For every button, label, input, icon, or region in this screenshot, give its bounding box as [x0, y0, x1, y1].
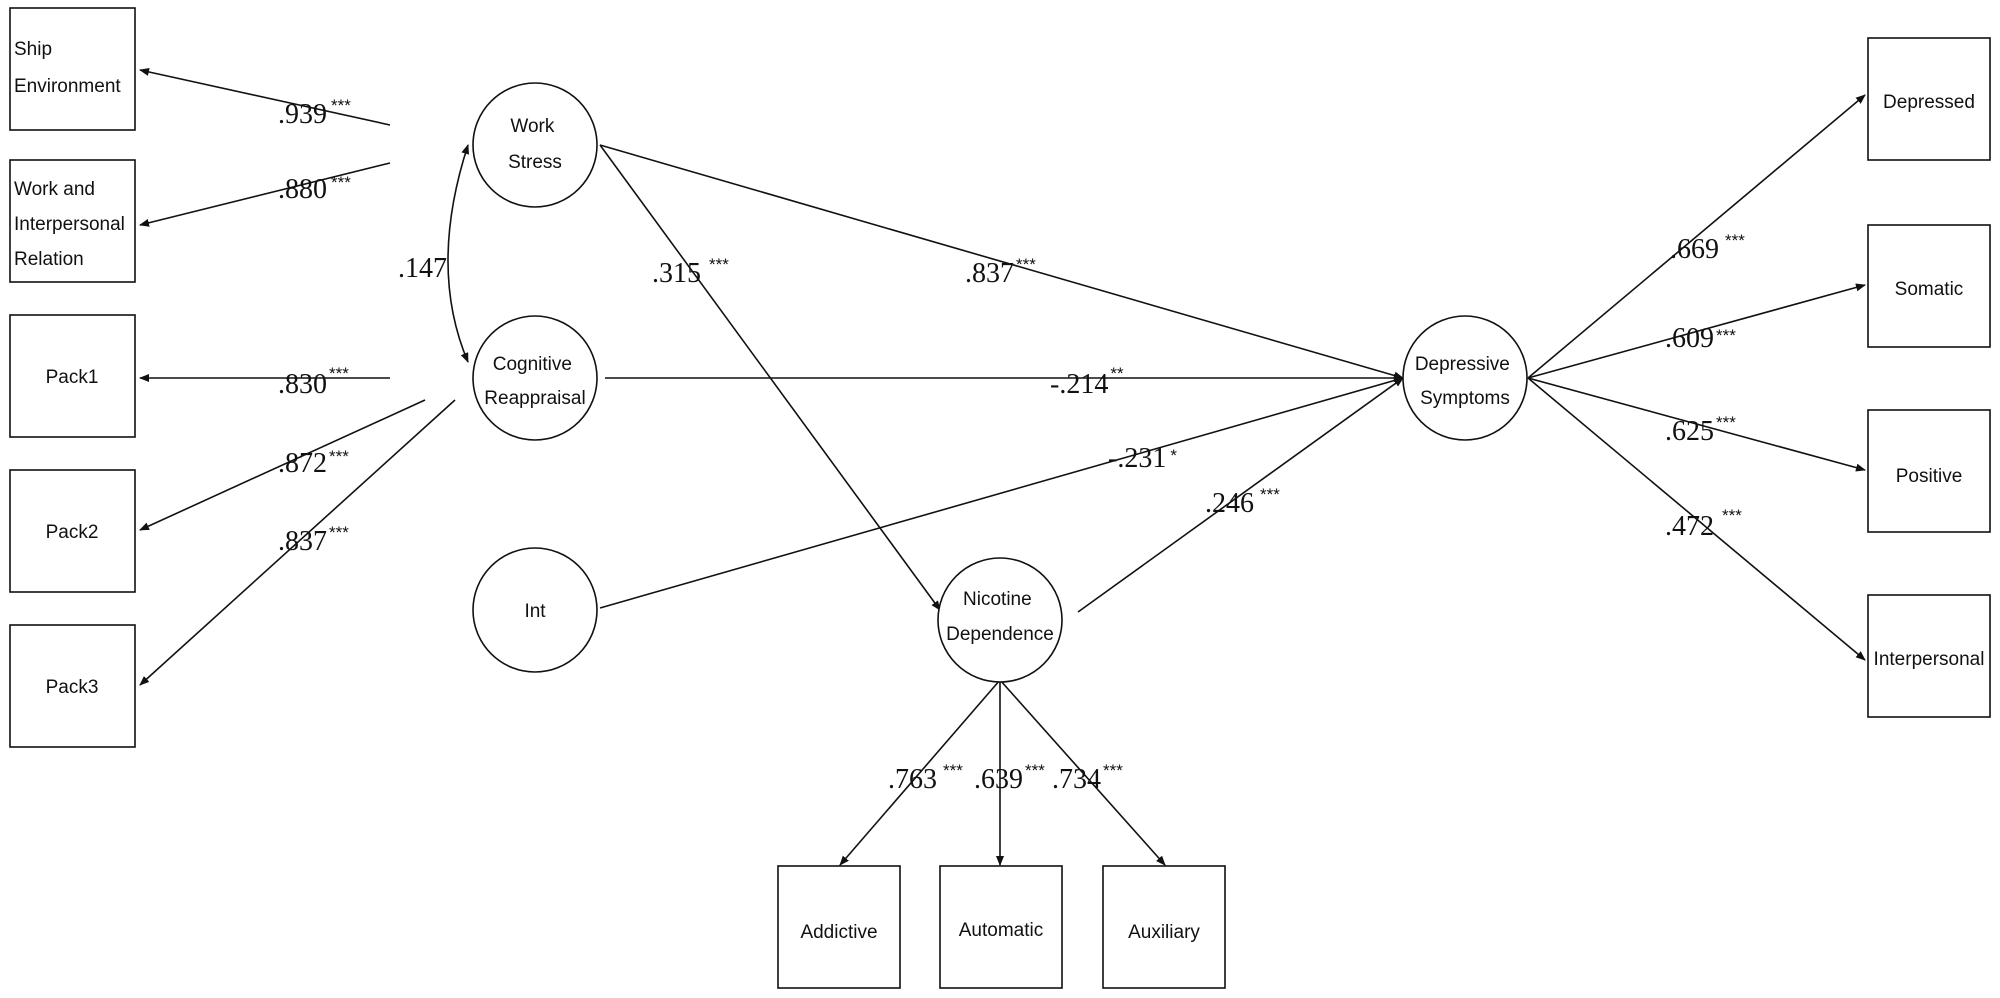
edge-cr-pack2 — [139, 399, 426, 531]
latent-variables — [472, 82, 1528, 683]
edge-int-ds — [599, 376, 1404, 609]
label-int: Int — [524, 601, 546, 622]
circle-depressive-symptoms — [1402, 315, 1528, 441]
coef-cr-pack1: .830*** — [278, 364, 349, 400]
coef-ds-interpersonal: .472*** — [1665, 506, 1742, 542]
label-auxiliary: Auxiliary — [1128, 922, 1200, 943]
edge-ws-work — [139, 162, 391, 227]
edge-ws-ds — [599, 144, 1404, 380]
coef-nd-addictive: .763*** — [888, 761, 963, 795]
coef-ds-depressed: .669*** — [1670, 231, 1745, 265]
edge-ds-somatic — [1527, 283, 1866, 379]
label-automatic: Automatic — [959, 920, 1043, 941]
edge-nd-auxiliary — [999, 679, 1166, 866]
circle-cognitive-reappraisal — [472, 315, 598, 441]
box-ship-environment — [9, 7, 136, 131]
coef-nd-automatic: .639*** — [974, 761, 1045, 795]
label-pack2: Pack2 — [46, 522, 99, 543]
circle-int — [472, 547, 598, 673]
coef-ws-ds: .837*** — [965, 255, 1036, 289]
box-depressed — [1867, 37, 1991, 161]
label-positive: Positive — [1896, 466, 1963, 487]
label-cognitive-reappraisal: Cognitive Reappraisal — [484, 354, 585, 409]
box-automatic — [939, 865, 1063, 989]
path-coefficients: .939*** .880*** .147 .830*** .872*** .83… — [278, 96, 1745, 795]
label-work-stress: Work Stress — [508, 116, 562, 173]
label-nicotine-dependence: Nicotine Dependence — [946, 589, 1054, 645]
coef-ws-work: .880*** — [278, 173, 351, 205]
label-somatic: Somatic — [1895, 279, 1964, 300]
node-labels: Ship Environment Work and Interpersonal … — [14, 39, 1984, 943]
coef-cr-pack2: .872*** — [278, 447, 349, 479]
coef-cr-ds: -.214** — [1050, 364, 1124, 400]
coef-cr-pack3: .837*** — [278, 523, 349, 557]
box-pack3 — [9, 624, 136, 748]
coef-ws-nd: .315*** — [652, 255, 729, 289]
coef-ws-cr-covariance: .147 — [398, 253, 447, 284]
label-addictive: Addictive — [800, 922, 877, 943]
observed-variables — [9, 7, 1991, 989]
edge-cr-pack3 — [139, 399, 456, 686]
coef-ds-positive: .625*** — [1665, 413, 1736, 447]
edge-nd-addictive — [839, 679, 1001, 866]
edge-ds-positive — [1527, 377, 1866, 472]
box-pack2 — [9, 469, 136, 593]
coef-ws-ship: .939*** — [278, 96, 351, 130]
coef-nd-auxiliary: .734*** — [1052, 761, 1123, 795]
edge-ds-interpersonal — [1527, 377, 1866, 661]
box-pack1 — [9, 314, 136, 438]
box-somatic — [1867, 224, 1991, 348]
box-interpersonal — [1867, 594, 1991, 718]
coef-int-ds: -.231* — [1108, 443, 1177, 474]
edge-ds-depressed — [1527, 94, 1866, 379]
label-work-interpersonal: Work and Interpersonal Relation — [14, 179, 130, 270]
label-depressive-symptoms: Depressive Symptoms — [1415, 354, 1515, 409]
box-addictive — [777, 865, 901, 989]
label-ship-environment: Ship Environment — [14, 39, 121, 97]
label-pack1: Pack1 — [46, 367, 99, 388]
label-interpersonal: Interpersonal — [1874, 649, 1985, 670]
label-depressed: Depressed — [1883, 92, 1975, 113]
box-positive — [1867, 409, 1991, 533]
edges — [139, 68, 1866, 866]
coef-ds-somatic: .609*** — [1665, 323, 1736, 354]
edge-nd-ds — [1077, 377, 1404, 613]
circle-work-stress — [472, 82, 598, 208]
edge-ws-cr-covariance — [447, 144, 470, 363]
label-pack3: Pack3 — [46, 677, 99, 698]
box-work-interpersonal — [9, 159, 136, 283]
box-auxiliary — [1102, 865, 1226, 989]
circle-nicotine-dependence — [937, 557, 1063, 683]
coef-nd-ds: .246*** — [1205, 485, 1280, 519]
edge-ws-ship — [139, 68, 391, 126]
